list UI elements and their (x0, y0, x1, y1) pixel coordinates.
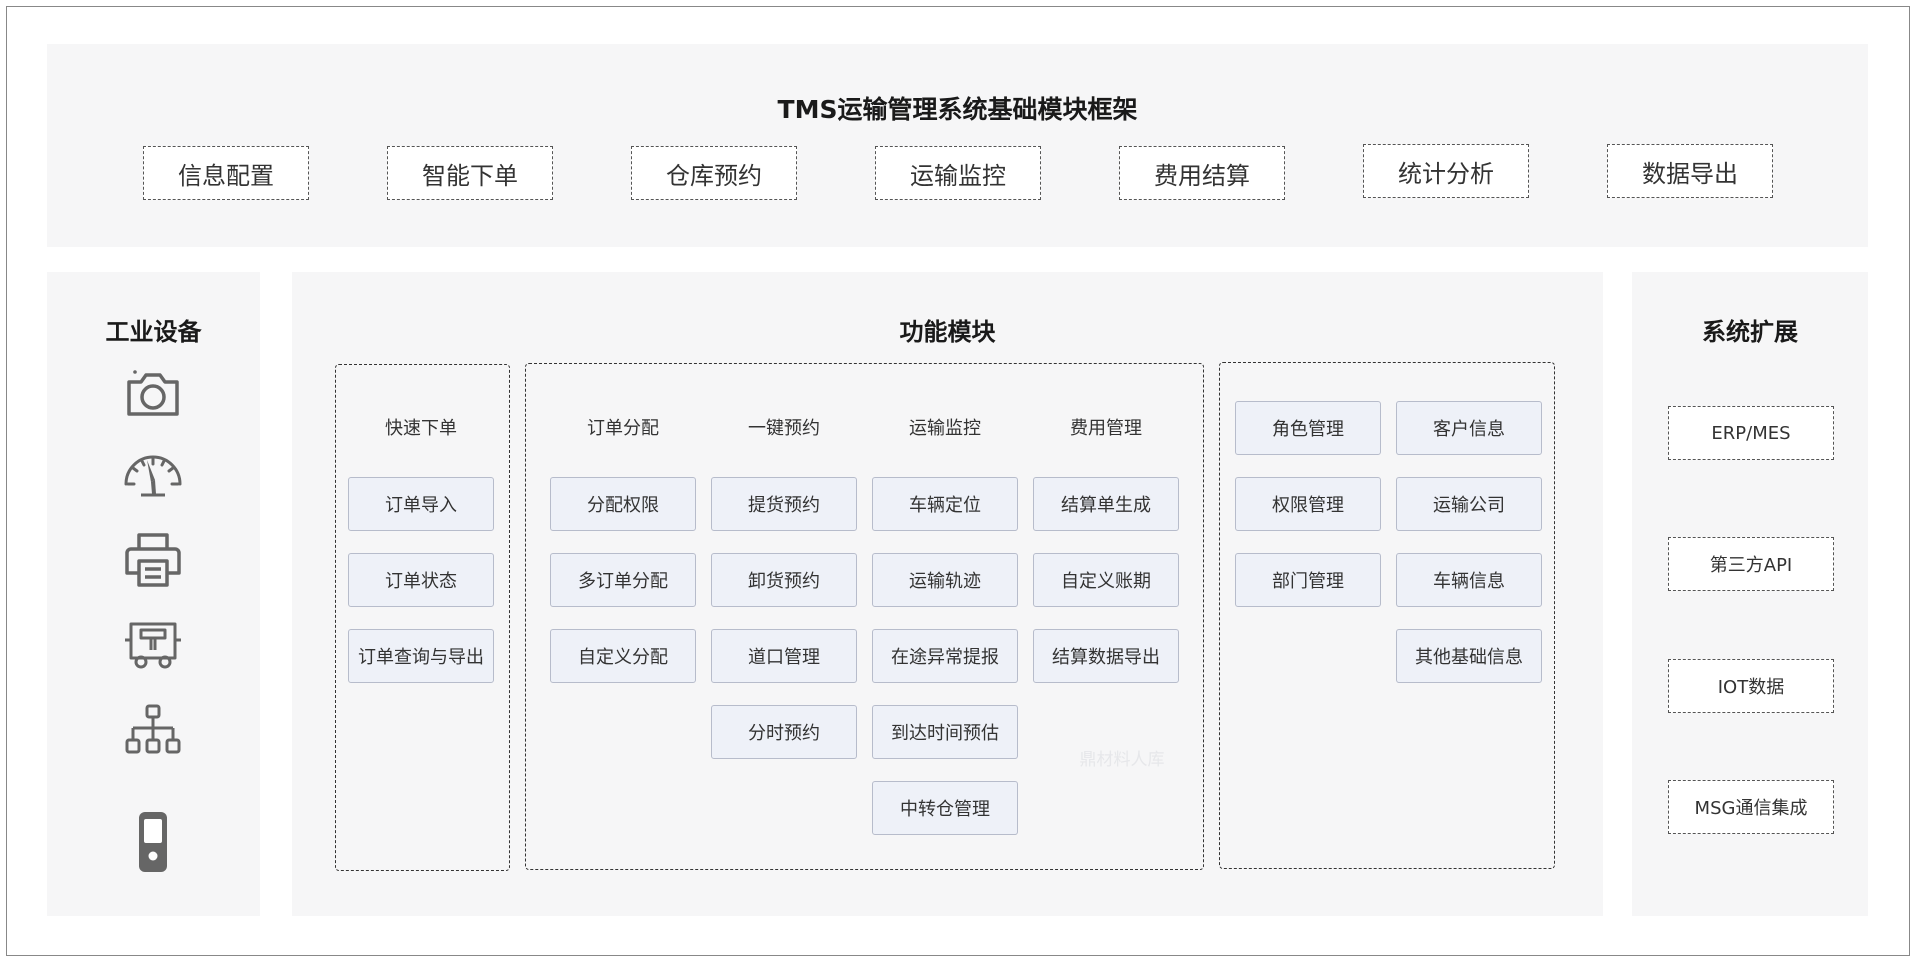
vehicle-icon (121, 610, 185, 674)
left-panel: 工业设备 (47, 272, 260, 916)
top-module-info-config: 信息配置 (143, 146, 309, 200)
vehicle-info-button[interactable]: 车辆信息 (1396, 553, 1542, 607)
transport-track-button[interactable]: 运输轨迹 (872, 553, 1018, 607)
top-module-transport-monitor: 运输监控 (875, 146, 1041, 200)
camera-icon (121, 362, 185, 426)
org-chart-icon (121, 702, 185, 766)
ext-msg-integration: MSG通信集成 (1668, 780, 1834, 834)
arrival-estimate-button[interactable]: 到达时间预估 (872, 705, 1018, 759)
diagram-title: TMS运输管理系统基础模块框架 (777, 95, 1138, 124)
customer-info-button[interactable]: 客户信息 (1396, 401, 1542, 455)
settlement-data-export-button[interactable]: 结算数据导出 (1033, 629, 1179, 683)
right-panel: 系统扩展 ERP/MES 第三方API IOT数据 MSG通信集成 (1632, 272, 1868, 916)
transport-company-button[interactable]: 运输公司 (1396, 477, 1542, 531)
other-base-info-button[interactable]: 其他基础信息 (1396, 629, 1542, 683)
fee-management-header: 费用管理 (1070, 418, 1142, 439)
top-module-smart-order: 智能下单 (387, 146, 553, 200)
transit-exception-button[interactable]: 在途异常提报 (872, 629, 1018, 683)
department-management-button[interactable]: 部门管理 (1235, 553, 1381, 607)
dock-management-button[interactable]: 道口管理 (711, 629, 857, 683)
center-panel: 功能模块 快速下单 订单导入 订单状态 订单查询与导出 订单分配 分配权限 多订… (292, 272, 1603, 916)
vehicle-location-button[interactable]: 车辆定位 (872, 477, 1018, 531)
ext-third-party-api: 第三方API (1668, 537, 1834, 591)
permission-management-button[interactable]: 权限管理 (1235, 477, 1381, 531)
center-panel-title: 功能模块 (899, 318, 996, 346)
main-functions-group (525, 363, 1204, 870)
custom-allocation-button[interactable]: 自定义分配 (550, 629, 696, 683)
printer-icon (121, 527, 185, 591)
settlement-generate-button[interactable]: 结算单生成 (1033, 477, 1179, 531)
transport-monitor-header: 运输监控 (909, 418, 981, 439)
allocation-permission-button[interactable]: 分配权限 (550, 477, 696, 531)
right-panel-title: 系统扩展 (1702, 318, 1798, 346)
top-module-fee-settlement: 费用结算 (1119, 146, 1285, 200)
role-management-button[interactable]: 角色管理 (1235, 401, 1381, 455)
custom-billing-period-button[interactable]: 自定义账期 (1033, 553, 1179, 607)
top-module-warehouse-booking: 仓库预约 (631, 146, 797, 200)
diagram-frame (6, 6, 1910, 956)
ext-iot-data: IOT数据 (1668, 659, 1834, 713)
ext-erp-mes: ERP/MES (1668, 406, 1834, 460)
order-import-button[interactable]: 订单导入 (348, 477, 494, 531)
transfer-warehouse-button[interactable]: 中转仓管理 (872, 781, 1018, 835)
top-module-statistics: 统计分析 (1363, 144, 1529, 198)
watermark-text: 鼎材料人库 (1079, 749, 1165, 770)
unload-booking-button[interactable]: 卸货预约 (711, 553, 857, 607)
order-query-export-button[interactable]: 订单查询与导出 (348, 629, 494, 683)
order-group (335, 364, 510, 871)
time-slot-booking-button[interactable]: 分时预约 (711, 705, 857, 759)
order-allocation-header: 订单分配 (587, 418, 659, 439)
gauge-icon (121, 442, 185, 506)
left-panel-title: 工业设备 (105, 318, 202, 346)
order-group-header: 快速下单 (385, 418, 457, 439)
base-info-group (1219, 362, 1555, 869)
order-status-button[interactable]: 订单状态 (348, 553, 494, 607)
multi-order-allocation-button[interactable]: 多订单分配 (550, 553, 696, 607)
top-panel: TMS运输管理系统基础模块框架 信息配置 智能下单 仓库预约 运输监控 费用结算… (47, 44, 1868, 247)
handheld-terminal-icon (121, 810, 185, 874)
top-module-data-export: 数据导出 (1607, 144, 1773, 198)
one-click-booking-header: 一键预约 (748, 418, 820, 439)
pickup-booking-button[interactable]: 提货预约 (711, 477, 857, 531)
